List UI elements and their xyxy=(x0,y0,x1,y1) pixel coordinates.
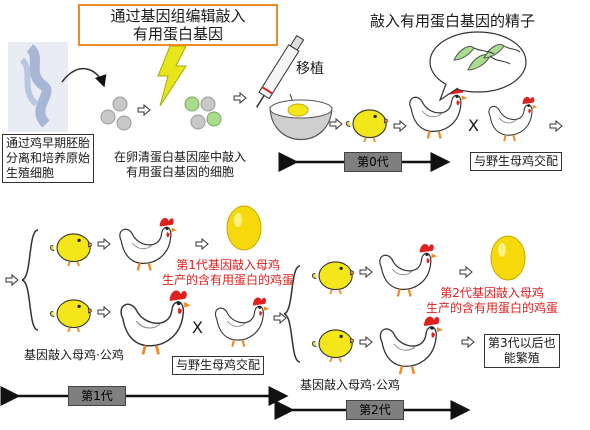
gen2-egg-line1: 第2代基因敲入母鸡 xyxy=(440,286,544,300)
knockin-cells-label: 在卵清蛋白基因座中敲入 有用蛋白基因的细胞 xyxy=(114,150,246,180)
cross-mark-gen0: X xyxy=(468,116,479,135)
flow-arrow xyxy=(459,266,473,278)
chick-gen1-bottom xyxy=(49,298,92,332)
gen3-box: 第3代以后也 能繁殖 xyxy=(484,334,560,368)
title-box: 通过基因组编辑敲入 有用蛋白基因 xyxy=(78,4,278,46)
flow-arrow xyxy=(549,120,563,132)
egg-gen2 xyxy=(490,235,526,281)
flow-arrow xyxy=(195,238,209,250)
rooster-gen2 xyxy=(379,315,444,376)
rooster-gen0 xyxy=(408,84,468,140)
wild-hen-box-gen0: 与野生母鸡交配 xyxy=(470,152,563,171)
hen-wild-gen1 xyxy=(214,296,270,348)
title-line1: 通过基因组编辑敲入 xyxy=(110,7,246,25)
chick-gen1-top xyxy=(49,232,92,266)
gen2-hen-rooster: 基因敲入母鸡·公鸡 xyxy=(300,378,400,392)
gen1-egg-note: 第1代基因敲入母鸡 生产的含有用蛋白的鸡蛋 xyxy=(162,258,294,288)
egg-gen1 xyxy=(226,205,262,251)
hen-wild-gen0 xyxy=(487,95,538,143)
gen1-egg-line1: 第1代基因敲入母鸡 xyxy=(176,258,280,272)
pgc-line3: 生殖细胞 xyxy=(6,166,55,180)
knockin-line2: 有用蛋白基因的细胞 xyxy=(126,165,235,179)
pgc-box: 通过鸡早期胚胎 分离和培养原始 生殖细胞 xyxy=(2,134,95,183)
knockin-line1: 在卵清蛋白基因座中敲入 xyxy=(114,150,247,164)
flow-arrow xyxy=(359,336,373,348)
brace xyxy=(21,229,39,331)
wild-hen-box-gen1: 与野生母鸡交配 xyxy=(172,356,265,375)
gray-cells xyxy=(100,96,132,131)
brace xyxy=(283,265,301,363)
gen1-hen-rooster: 基因敲入母鸡·公鸡 xyxy=(24,348,124,362)
flow-arrow xyxy=(329,118,343,130)
gen3-line2: 能繁殖 xyxy=(503,351,540,365)
title-line2: 有用蛋白基因 xyxy=(132,25,223,43)
bolt-icon xyxy=(157,45,187,107)
gen2-label: 第2代 xyxy=(346,400,404,420)
gen3-line1: 第3代以后也 xyxy=(488,336,556,350)
gen1-label: 第1代 xyxy=(68,386,126,406)
pgc-line2: 分离和培养原始 xyxy=(6,151,91,165)
chick-gen2-top xyxy=(311,260,354,294)
transplant-label: 移植 xyxy=(296,61,324,77)
rooster-gen1 xyxy=(119,289,192,356)
egg-bowl xyxy=(269,99,333,141)
gen2-egg-note: 第2代基因敲入母鸡 生产的含有用蛋白的鸡蛋 xyxy=(426,286,558,316)
sperm-title: 敲入有用蛋白基因的精子 xyxy=(370,12,536,30)
gen0-label: 第0代 xyxy=(344,152,402,172)
flow-arrow xyxy=(97,238,111,250)
flow-arrow xyxy=(359,266,373,278)
green-cells xyxy=(184,96,222,130)
embryo-image xyxy=(8,42,68,132)
chick-gen2-bottom xyxy=(311,328,354,362)
flow-arrow xyxy=(233,92,247,104)
sperm-bubble xyxy=(429,31,527,102)
flow-arrow xyxy=(97,306,111,318)
chick-gen0 xyxy=(345,108,388,142)
curved-arrow xyxy=(61,67,107,88)
flow-arrow xyxy=(137,104,151,116)
flow-arrow xyxy=(5,274,19,286)
gen2-egg-line2: 生产的含有用蛋白的鸡蛋 xyxy=(426,301,559,315)
flow-arrow xyxy=(461,336,475,348)
flow-arrow xyxy=(393,120,407,132)
syringe-icon xyxy=(256,34,305,108)
cross-mark-gen1: X xyxy=(192,318,203,337)
pgc-line1: 通过鸡早期胚胎 xyxy=(6,136,91,150)
gen1-egg-line2: 生产的含有用蛋白的鸡蛋 xyxy=(162,273,295,287)
